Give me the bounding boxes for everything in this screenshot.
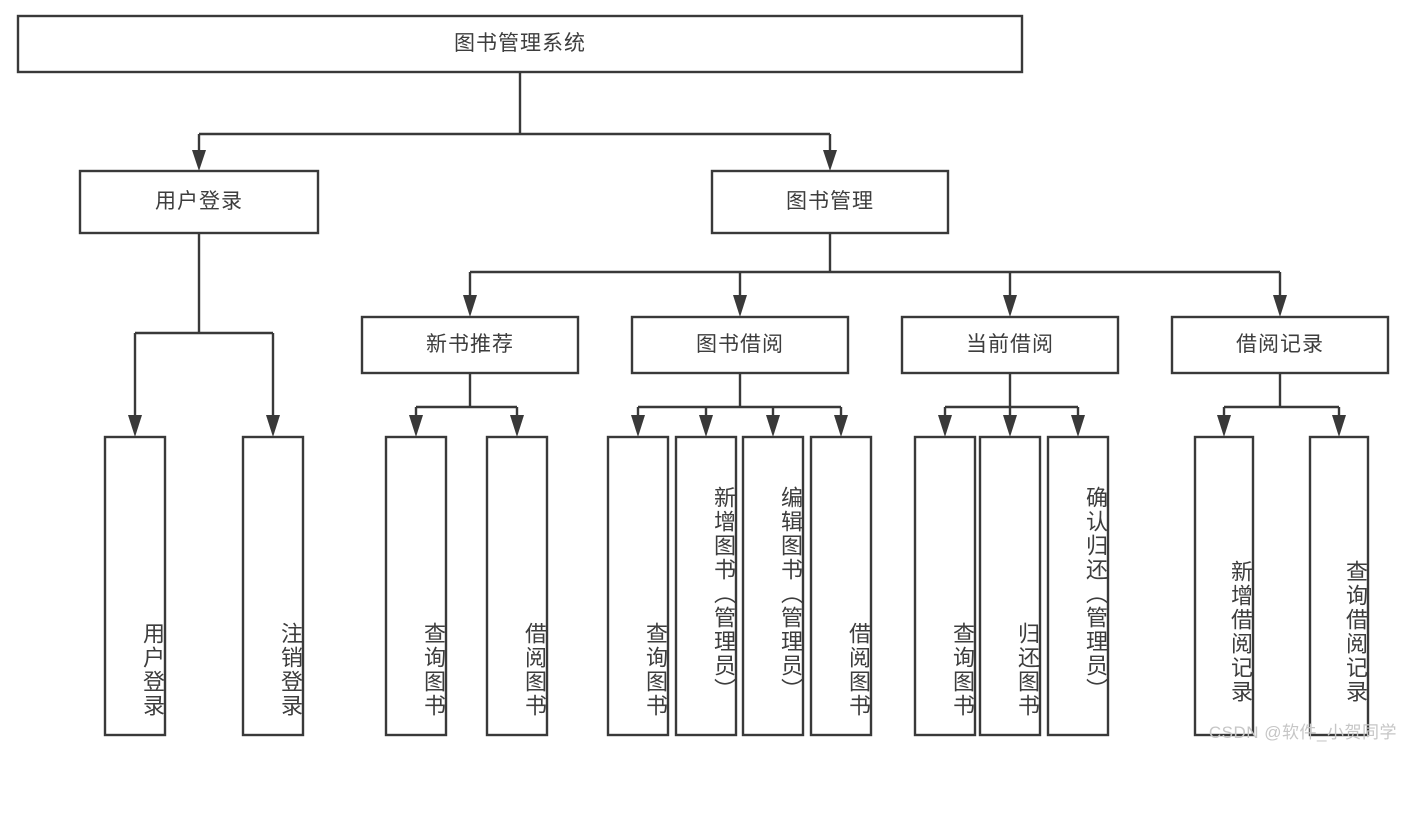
arrow-head-leaf-query-borrow-record: [1332, 415, 1346, 437]
node-box-layer: [16, 14, 1390, 737]
arrow-head-leaf-add-book-admin: [699, 415, 713, 437]
connector-layer: [128, 72, 1346, 437]
node-box-book-management[interactable]: [710, 169, 950, 235]
node-box-book-borrow[interactable]: [630, 315, 850, 375]
arrow-head-leaf-query-book-recommend: [409, 415, 423, 437]
node-box-leaf-query-book-borrow[interactable]: [606, 435, 670, 737]
arrow-head-leaf-add-borrow-record: [1217, 415, 1231, 437]
node-box-leaf-return-book[interactable]: [978, 435, 1042, 737]
node-box-leaf-edit-book-admin[interactable]: [741, 435, 805, 737]
arrow-head-new-book-recommend: [463, 295, 477, 317]
node-box-leaf-add-book-admin[interactable]: [674, 435, 738, 737]
node-box-root[interactable]: [16, 14, 1024, 74]
node-box-leaf-query-book-recommend[interactable]: [384, 435, 448, 737]
arrow-head-book-borrow: [733, 295, 747, 317]
node-box-leaf-user-login[interactable]: [103, 435, 167, 737]
node-box-leaf-add-borrow-record[interactable]: [1193, 435, 1255, 737]
node-box-leaf-query-book-current[interactable]: [913, 435, 977, 737]
arrow-head-leaf-query-book-current: [938, 415, 952, 437]
arrow-head-leaf-confirm-return-admin: [1071, 415, 1085, 437]
node-box-current-borrow[interactable]: [900, 315, 1120, 375]
arrow-head-leaf-edit-book-admin: [766, 415, 780, 437]
node-box-user-login[interactable]: [78, 169, 320, 235]
node-box-leaf-borrow-book[interactable]: [809, 435, 873, 737]
node-box-new-book-recommend[interactable]: [360, 315, 580, 375]
diagram-canvas: [16, 14, 1390, 737]
arrow-head-leaf-borrow-book: [834, 415, 848, 437]
node-box-leaf-borrow-book-recommend[interactable]: [485, 435, 549, 737]
arrow-head-book-management: [823, 150, 837, 171]
node-box-leaf-logout-login[interactable]: [241, 435, 305, 737]
node-box-leaf-confirm-return-admin[interactable]: [1046, 435, 1110, 737]
arrow-head-leaf-user-login: [128, 415, 142, 437]
arrow-head-leaf-borrow-book-recommend: [510, 415, 524, 437]
arrow-head-user-login: [192, 150, 206, 171]
flowchart-diagram: 图书管理系统 用户登录 图书管理 新书推荐 图书借阅 当前借阅 借阅记录 用户登…: [16, 14, 1397, 742]
arrow-head-borrow-records: [1273, 295, 1287, 317]
arrow-head-current-borrow: [1003, 295, 1017, 317]
arrow-head-leaf-query-book-borrow: [631, 415, 645, 437]
node-box-leaf-query-borrow-record[interactable]: [1308, 435, 1370, 737]
node-box-borrow-records[interactable]: [1170, 315, 1390, 375]
arrow-head-leaf-return-book: [1003, 415, 1017, 437]
csdn-watermark: CSDN @软件_小贺同学: [1208, 723, 1397, 742]
arrow-head-leaf-logout-login: [266, 415, 280, 437]
